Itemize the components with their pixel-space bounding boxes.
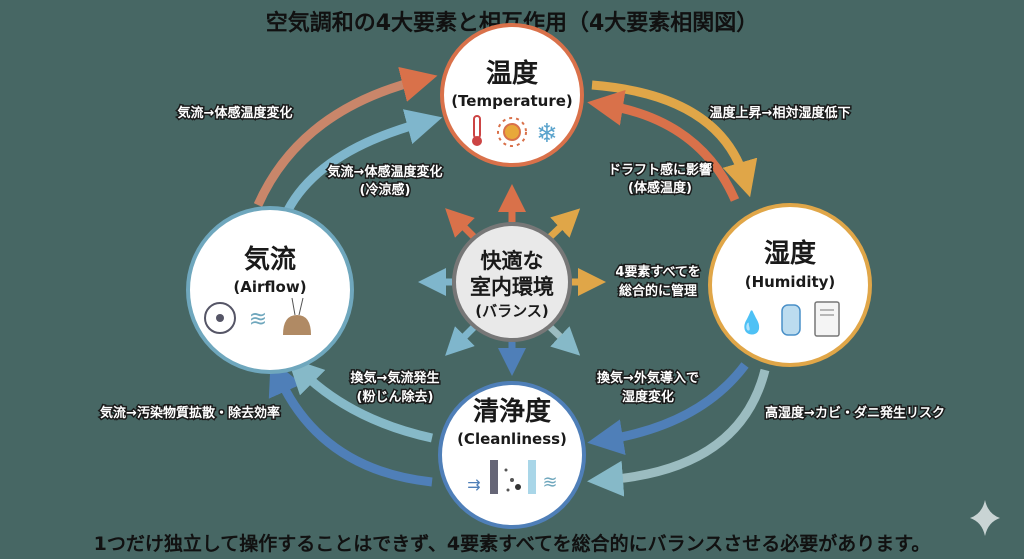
center-node: 快適な 室内環境 (バランス) [452, 222, 572, 342]
diffuser-icon [283, 297, 311, 335]
radial-arrow-up-right [546, 208, 581, 241]
water-drops-icon: 💧 [738, 310, 765, 336]
node-humidity: 湿度 (Humidity) 💧 [708, 203, 872, 367]
label-airflow-temp-inner-sub: (冷涼感) [360, 182, 411, 198]
footer-note: 1つだけ独立して操作することはできず、4要素すべてを総合的にバランスさせる必要が… [94, 532, 931, 555]
svg-text:⇉: ⇉ [467, 475, 480, 494]
arrow-humidity-to-clean-inner [587, 362, 749, 455]
wind-icon: ≋ [249, 307, 267, 332]
snowflake-icon: ❄ [536, 119, 558, 149]
humidifier-icon [781, 304, 801, 336]
label-vent-humidity-sub: 湿度変化 [622, 389, 674, 405]
air-filter-icon: ⇉ ≋ [467, 460, 558, 494]
arrow-airflow-to-temp-outer [253, 66, 438, 207]
node-temperature: 温度 (Temperature) ❄ [440, 23, 584, 167]
dehumidifier-icon [814, 301, 840, 337]
arrow-humidity-to-temp [587, 90, 740, 202]
svg-text:快適な: 快適な [481, 249, 544, 273]
arrow-clean-to-airflow-outer [268, 358, 433, 487]
sparkle-icon [970, 500, 1000, 536]
svg-text:(Airflow): (Airflow) [233, 278, 306, 296]
thermometer-icon [472, 115, 482, 146]
fan-icon [204, 302, 236, 334]
svg-text:清浄度: 清浄度 [473, 396, 551, 427]
label-vent-airflow-sub: (粉じん除去) [357, 389, 434, 405]
svg-text:(バランス): (バランス) [475, 302, 548, 320]
svg-text:(Humidity): (Humidity) [745, 273, 836, 291]
label-draft-sub: (体感温度) [628, 180, 692, 196]
arrow-temp-to-humidity [591, 80, 758, 198]
label-vent-humidity: 換気→外気導入で [597, 370, 699, 386]
node-airflow: 気流 (Airflow) ≋ [186, 206, 354, 374]
svg-text:室内環境: 室内環境 [470, 275, 554, 299]
svg-text:(Temperature): (Temperature) [451, 92, 573, 110]
label-vent-airflow: 換気→気流発生 [351, 370, 440, 386]
arrow-clean-to-airflow-inner [287, 357, 433, 443]
arrow-airflow-to-temp-inner [284, 109, 443, 213]
label-airflow-temp: 気流→体感温度変化 [178, 105, 293, 121]
svg-text:(Cleanliness): (Cleanliness) [457, 430, 567, 448]
sun-icon [497, 117, 527, 147]
radial-arrow-down-left [445, 323, 478, 356]
radial-arrow-up-left [445, 208, 478, 241]
label-airflow-pollutant: 気流→汚染物質拡散・除去効率 [100, 405, 280, 421]
node-cleanliness: 清浄度 (Cleanliness) ⇉ ≋ [438, 381, 586, 529]
arrow-humidity-to-clean-outer [587, 368, 770, 497]
svg-text:温度: 温度 [486, 58, 538, 89]
label-airflow-temp-inner: 気流→体感温度変化 [328, 164, 443, 180]
svg-text:湿度: 湿度 [764, 238, 816, 269]
svg-text:気流: 気流 [244, 244, 296, 275]
radial-arrow-down-right [546, 323, 581, 356]
svg-text:≋: ≋ [542, 472, 557, 493]
label-draft: ドラフト感に影響 [608, 162, 712, 178]
label-temp-humidity: 温度上昇→相対湿度低下 [710, 105, 851, 121]
label-humidity-mold: 高湿度→カビ・ダニ発生リスク [765, 405, 945, 421]
label-manage-all-sub: 総合的に管理 [619, 283, 697, 299]
label-manage-all: 4要素すべてを [615, 264, 700, 280]
